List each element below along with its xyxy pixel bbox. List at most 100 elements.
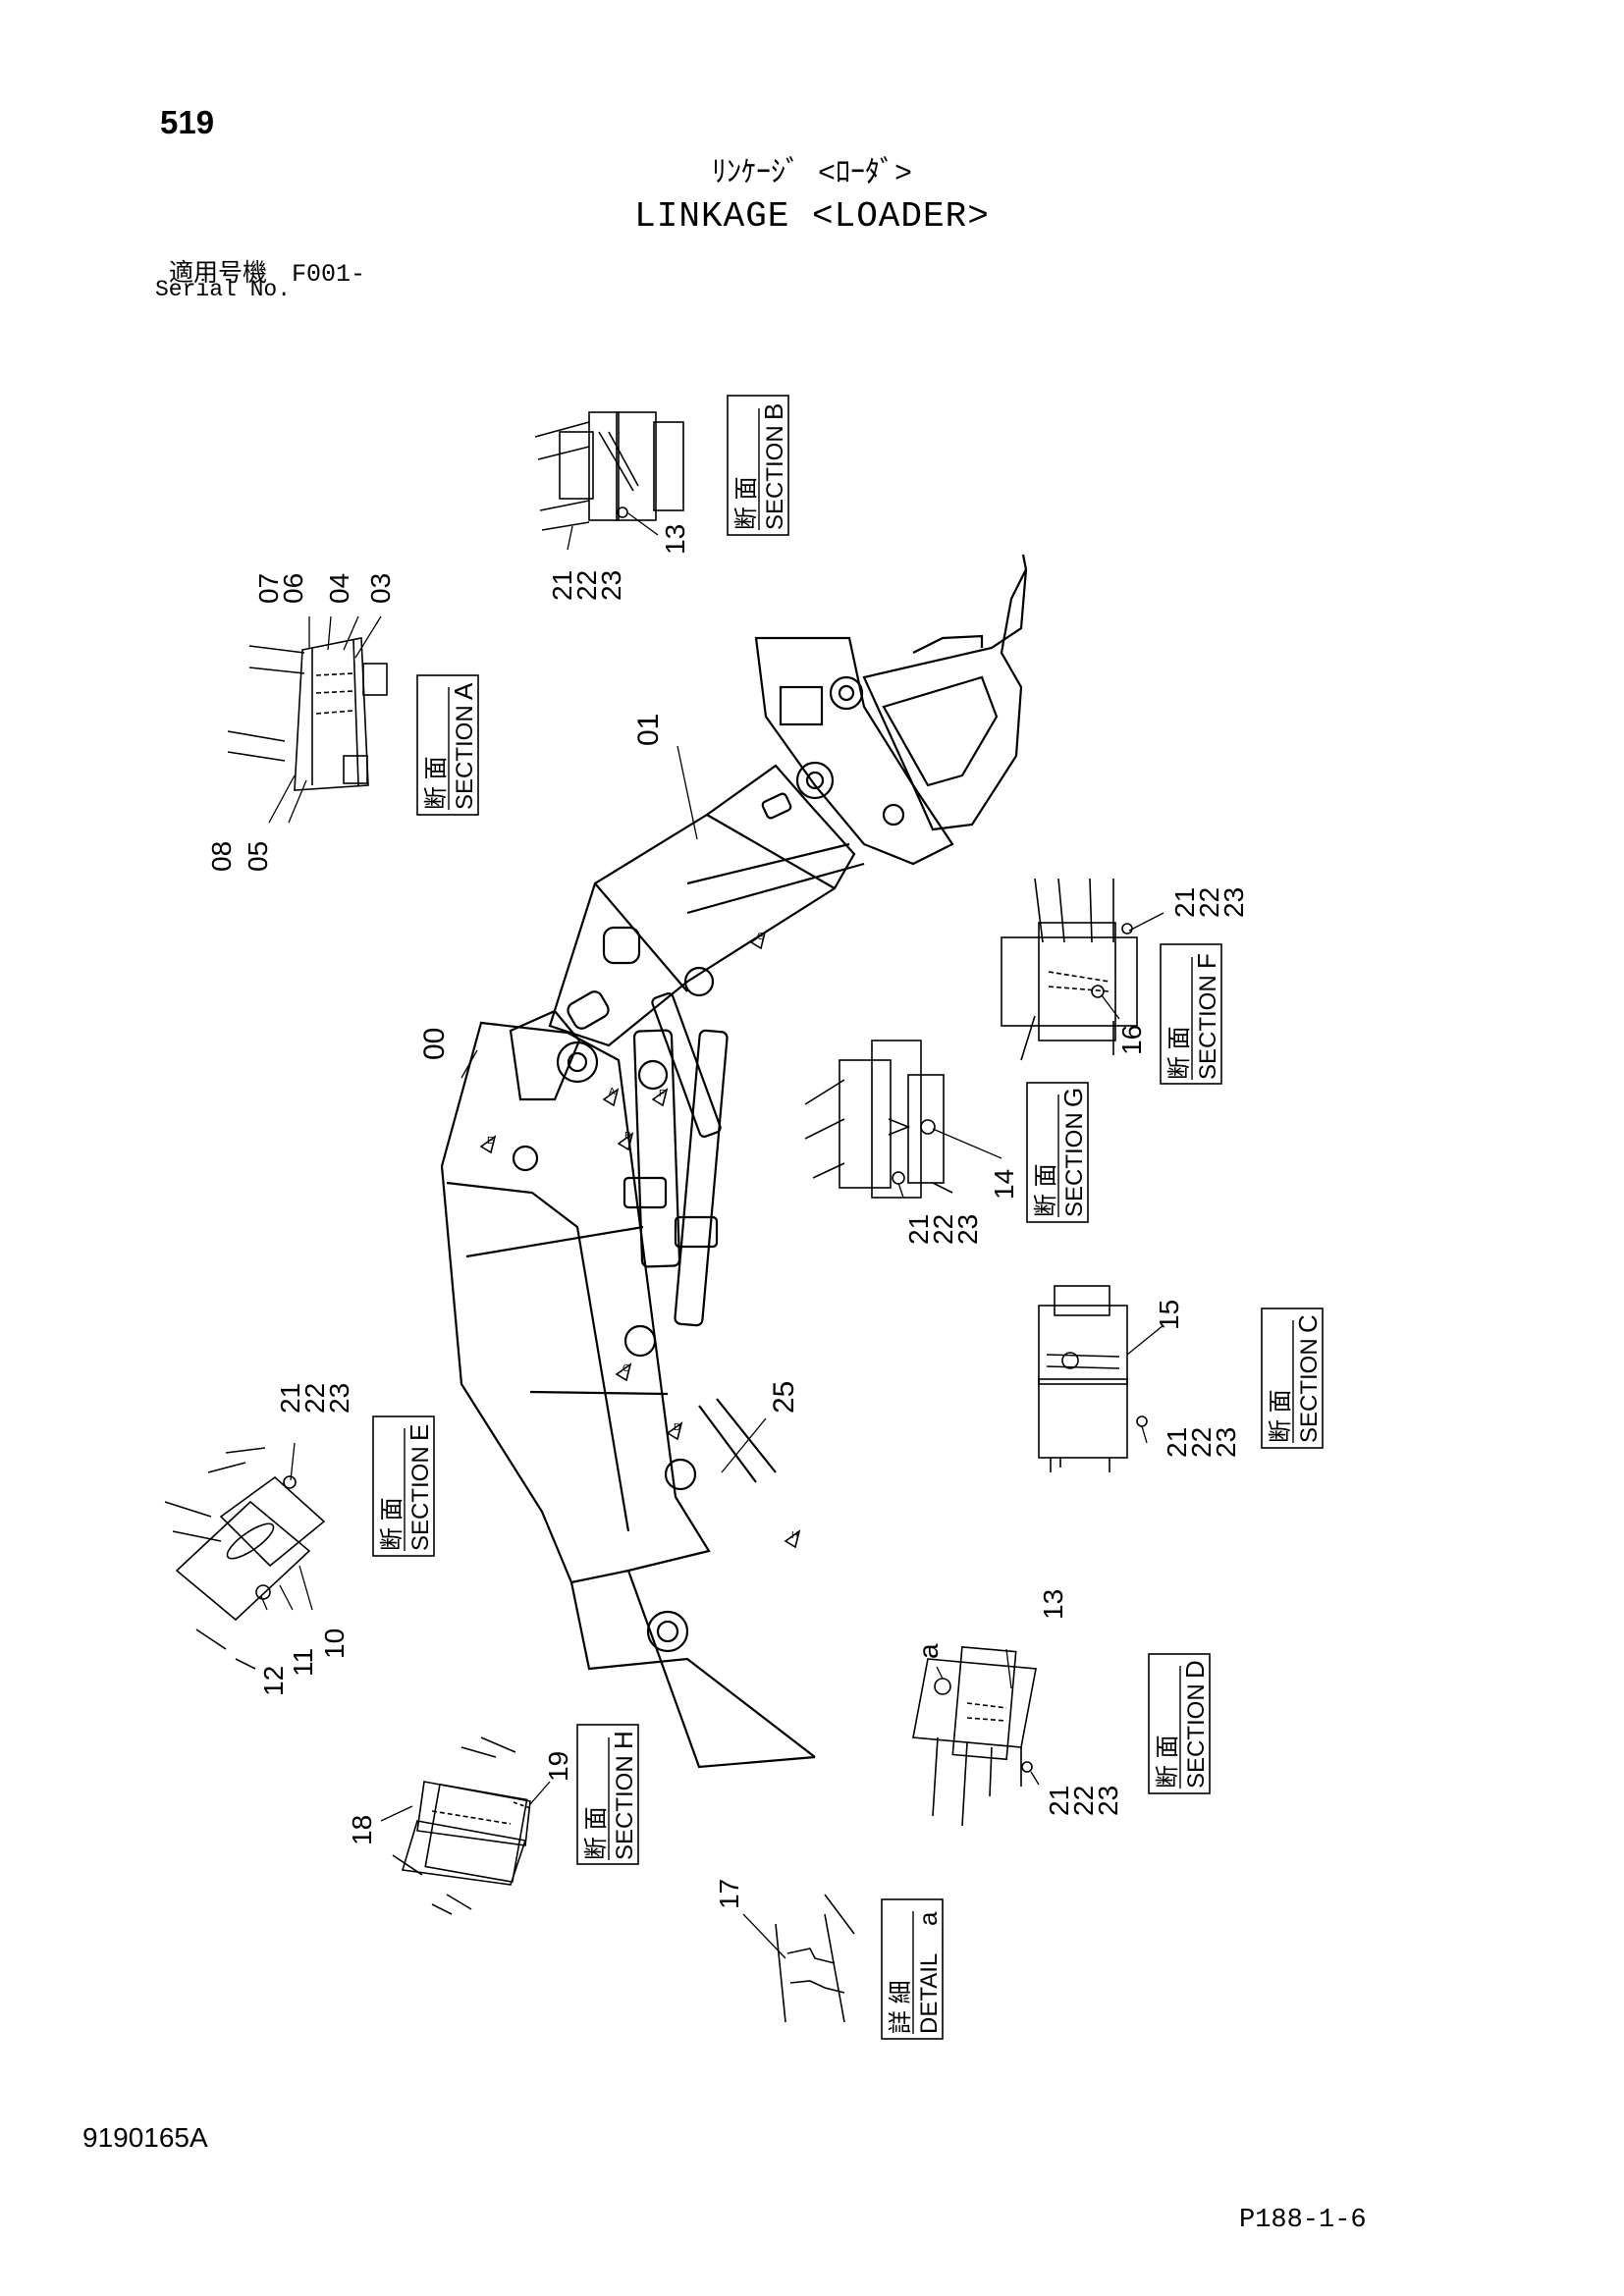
section-E-name: SECTION: [407, 1446, 434, 1551]
section-A-name: SECTION: [452, 705, 478, 810]
section-G-label: 断 面 SECTION G: [1026, 1082, 1089, 1223]
part-13-label: 13: [1038, 1589, 1068, 1620]
main-callouts: [460, 745, 767, 1473]
marker-B: B: [624, 1131, 631, 1142]
part-22-label: 22: [928, 1214, 958, 1245]
section-D-name: SECTION: [1183, 1683, 1210, 1789]
section-F-view: [1001, 878, 1138, 1061]
section-H-kanji: 断 面: [583, 1806, 610, 1860]
detail-a-name: DETAIL: [916, 1953, 943, 2034]
section-B-kanji: 断 面: [733, 476, 760, 530]
marker-F: F: [659, 1089, 665, 1099]
detail-a-view: [775, 1894, 855, 2023]
bucket-cylinder: [651, 992, 722, 1138]
part-14-label: 14: [989, 1169, 1019, 1200]
section-E-label: 断 面 SECTION E: [372, 1415, 435, 1557]
part-21-label: 21: [1169, 887, 1200, 918]
part-21-label: 21: [903, 1214, 934, 1245]
part-21-label: 21: [1162, 1427, 1192, 1458]
section-B-label: 断 面 SECTION B: [727, 395, 789, 536]
section-B-letter: B: [759, 403, 788, 420]
section-E-letter: E: [405, 1424, 434, 1441]
section-H-label: 断 面 SECTION H: [576, 1724, 639, 1865]
serial-label: Serial No.: [155, 277, 292, 302]
section-F-letter: F: [1192, 953, 1221, 969]
page-title: LINKAGE <LOADER>: [634, 196, 990, 237]
section-A-view: [227, 637, 388, 791]
section-H-view: [392, 1736, 531, 1915]
section-D-kanji: 断 面: [1155, 1735, 1181, 1789]
arm-cylinder: [632, 1029, 681, 1268]
main-assembly: A B C D E F G H: [440, 554, 1028, 1769]
section-C-label: 断 面 SECTION C: [1261, 1308, 1324, 1449]
section-C-kanji: 断 面: [1268, 1389, 1294, 1443]
section-G-name: SECTION: [1061, 1112, 1088, 1217]
part-11-label: 11: [288, 1648, 318, 1677]
section-H-callouts: [380, 1781, 551, 1822]
marker-H: H: [791, 1530, 798, 1541]
boom-cylinder: [674, 1029, 729, 1327]
part-05-label: 05: [243, 841, 273, 872]
section-G-callouts: [897, 1128, 1002, 1199]
section-G-letter: G: [1058, 1088, 1088, 1107]
bucket: [862, 568, 1028, 831]
page-reference: P188-1-6: [1239, 2206, 1367, 2235]
detail-a-label: 詳 細 DETAIL a: [881, 1898, 944, 2040]
part-22-label: 22: [1186, 1427, 1217, 1458]
part-23-label: 23: [596, 570, 626, 601]
section-H-name: SECTION: [612, 1755, 638, 1860]
part-15-label: 15: [1154, 1300, 1184, 1330]
part-07-label: 07: [253, 573, 284, 604]
arm-outline: [548, 764, 856, 1047]
section-C-letter: C: [1293, 1314, 1323, 1333]
part-23-label: 23: [952, 1214, 983, 1245]
part-06-label: 06: [278, 573, 308, 604]
section-B-name: SECTION: [762, 425, 788, 530]
part-04-label: 04: [324, 573, 354, 604]
part-12-label: 12: [258, 1666, 289, 1696]
section-A-kanji: 断 面: [423, 756, 450, 810]
view-markers: A B C D E F G H: [479, 931, 801, 1549]
bucket-link: [754, 636, 954, 866]
section-E-view: [164, 1447, 326, 1670]
section-B-view: [534, 411, 684, 531]
part-03-label: 03: [365, 573, 396, 604]
section-C-view: [1038, 1285, 1148, 1472]
boom-outline: [440, 1021, 711, 1584]
boom-foot-pin: [646, 1610, 689, 1653]
part-16-label: 16: [1116, 1025, 1147, 1055]
part-22-label: 22: [571, 570, 602, 601]
part-13-label: 13: [660, 524, 690, 555]
marker-E: E: [487, 1136, 494, 1147]
marker-G: G: [757, 932, 765, 942]
section-F-label: 断 面 SECTION F: [1160, 943, 1222, 1085]
part-00-label: 00: [418, 1028, 451, 1060]
part-22-label: 22: [1068, 1786, 1099, 1816]
part-10-label: 10: [319, 1629, 350, 1659]
section-H-letter: H: [609, 1731, 638, 1749]
section-D-label: 断 面 SECTION D: [1148, 1653, 1211, 1794]
section-A-letter: A: [449, 682, 478, 700]
section-F-kanji: 断 面: [1166, 1026, 1193, 1080]
drawing-number: 9190165A: [82, 2122, 208, 2153]
part-17-label: 17: [714, 1879, 744, 1909]
section-F-callouts: [1101, 912, 1164, 1020]
section-F-name: SECTION: [1195, 975, 1221, 1080]
section-E-kanji: 断 面: [379, 1497, 406, 1551]
part-25-label: 25: [768, 1381, 800, 1414]
part-23-label: 23: [324, 1383, 354, 1414]
detail-a-letter: a: [913, 1911, 943, 1926]
serial-label-japanese: 適用号機 F001-: [169, 260, 366, 289]
part-22-label: 22: [299, 1383, 330, 1414]
title-japanese: ﾘﾝｹｰｼﾞ <ﾛｰﾀﾞ>: [711, 158, 912, 191]
marker-D: D: [674, 1422, 680, 1433]
section-D-letter: D: [1180, 1660, 1210, 1679]
section-A-label: 断 面 SECTION A: [416, 674, 479, 816]
part-21-label: 21: [1044, 1786, 1074, 1816]
section-A-callouts: [268, 615, 382, 824]
section-G-view: [804, 1040, 953, 1199]
marker-A: A: [609, 1087, 616, 1097]
detail-a-marker: a: [913, 1643, 944, 1659]
detail-a-kanji: 詳 細: [888, 1980, 914, 2034]
